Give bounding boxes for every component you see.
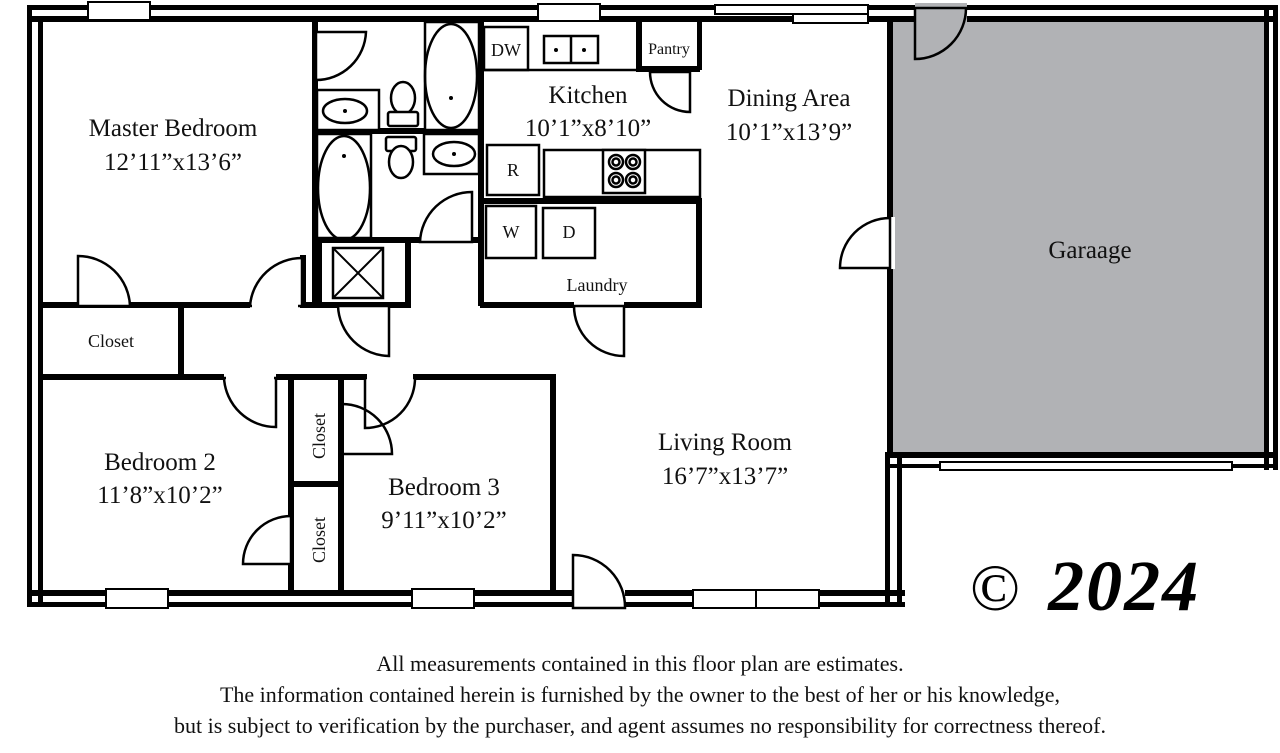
pantry-door[interactable]: [648, 70, 692, 114]
laundry-door[interactable]: [572, 304, 626, 358]
garage-floor: [893, 20, 1264, 452]
room-name-dining-area: Dining Area: [728, 85, 851, 112]
copyright: © 2024: [970, 545, 1200, 628]
closet-label: Closet: [88, 331, 134, 351]
pantry-label: Pantry: [648, 41, 690, 58]
closet-label: Closet: [309, 517, 329, 563]
bathtub-icon: [316, 134, 372, 242]
window: [692, 589, 757, 609]
bedroom-3-closet-door[interactable]: [341, 402, 394, 456]
room-dims-master-bedroom: 12’11”x13’6”: [104, 149, 242, 176]
room-name-living-room: Living Room: [658, 429, 793, 456]
room-name-bedroom-3: Bedroom 3: [388, 474, 500, 501]
room-dims-kitchen: 10’1”x8’10”: [525, 115, 651, 142]
dryer: [541, 206, 597, 260]
closet-label: Closet: [309, 413, 329, 459]
bath-1-door[interactable]: [314, 30, 368, 82]
window: [755, 589, 820, 609]
master-bedroom-door[interactable]: [248, 256, 304, 308]
window: [714, 4, 869, 15]
window: [792, 13, 869, 24]
dryer-label: D: [563, 222, 576, 242]
refrigerator: [485, 143, 541, 197]
disclaimer: All measurements contained in this floor…: [0, 648, 1280, 741]
linen-door[interactable]: [336, 304, 391, 358]
bathtub-icon: [423, 22, 479, 130]
bedroom-3-door[interactable]: [363, 376, 417, 430]
window: [105, 588, 169, 609]
garage-side-door[interactable]: [913, 6, 968, 61]
toilet-icon: [389, 80, 417, 116]
refrigerator-label: R: [507, 160, 519, 180]
sink-icon: [321, 97, 369, 125]
bedroom-2-closet-door[interactable]: [241, 514, 293, 566]
washer: [484, 204, 538, 260]
window: [411, 588, 475, 609]
master-closet-door[interactable]: [76, 254, 132, 308]
room-name-garage: Garaage: [1048, 237, 1131, 264]
room-dims-living-room: 16’7”x13’7”: [662, 463, 788, 490]
room-name-master-bedroom: Master Bedroom: [89, 115, 258, 142]
room-dims-dining-area: 10’1”x13’9”: [726, 119, 852, 146]
garage-entry-door[interactable]: [838, 216, 892, 270]
front-door[interactable]: [571, 553, 627, 610]
sink-icon: [431, 140, 477, 168]
disclaimer-line: All measurements contained in this floor…: [376, 651, 904, 676]
copyright-year: 2024: [1048, 546, 1201, 626]
room-dims-bedroom-3: 9’11”x10’2”: [381, 507, 506, 534]
washer-label: W: [503, 222, 520, 242]
toilet-icon: [387, 144, 415, 180]
room-name-kitchen: Kitchen: [548, 82, 628, 109]
disclaimer-line: The information contained herein is furn…: [219, 682, 1061, 707]
garage-door[interactable]: [939, 461, 1233, 471]
window: [537, 3, 601, 22]
room-name-bedroom-2: Bedroom 2: [104, 449, 216, 476]
laundry-label: Laundry: [567, 275, 628, 295]
disclaimer-line: but is subject to verification by the pu…: [173, 713, 1106, 738]
bath-2-door[interactable]: [418, 190, 474, 244]
bedroom-2-door[interactable]: [222, 376, 278, 429]
dishwasher-label: DW: [491, 40, 521, 60]
copyright-icon: ©: [970, 552, 1023, 625]
window: [87, 1, 151, 21]
floor-plan: Master Bedroom 12’11”x13’6” Kitchen 10’1…: [27, 1, 1278, 610]
room-dims-bedroom-2: 11’8”x10’2”: [97, 482, 222, 509]
